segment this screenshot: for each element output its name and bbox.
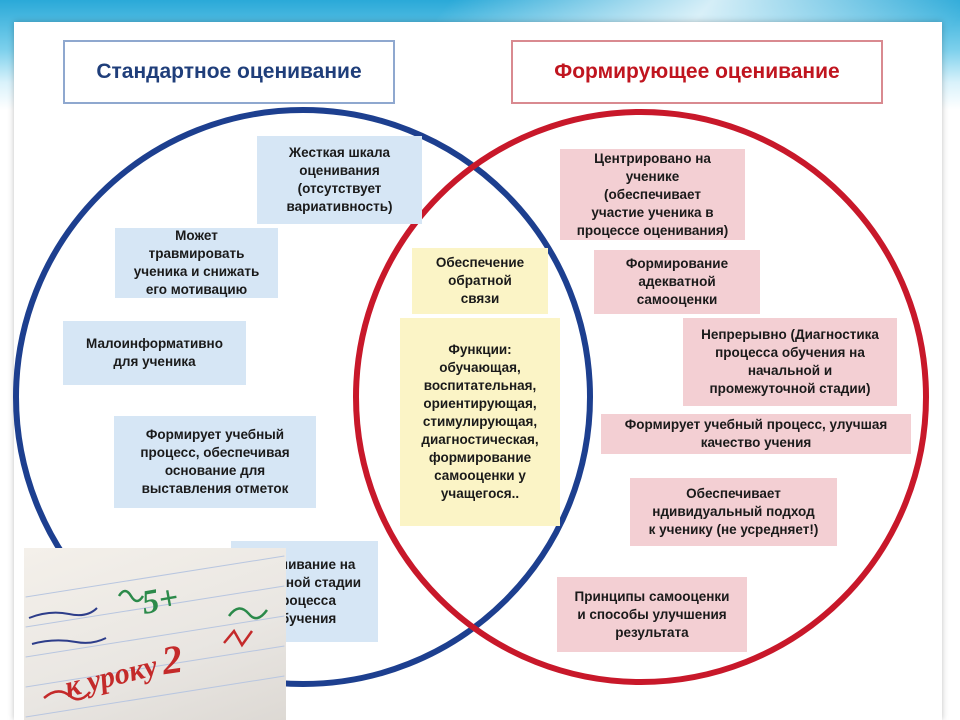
formative-item-continuous: Непрерывно (Диагностика процесса обучени…	[683, 318, 897, 406]
formative-item-student-centered: Центрировано на ученике (обеспечивает уч…	[560, 149, 745, 240]
standard-circle	[13, 107, 593, 687]
grade-five-plus: 5+	[138, 579, 182, 622]
formative-circle	[353, 109, 929, 685]
standard-item-forms-process: Формирует учебный процесс, обеспечивая о…	[114, 416, 316, 508]
handwriting-graphic	[28, 589, 269, 701]
standard-item-rigid-scale: Жесткая шкала оценивания (отсутствует ва…	[257, 136, 422, 224]
standard-assessment-header: Стандартное оценивание	[63, 40, 395, 104]
formative-item-individual-approach: Обеспечивает ндивидуальный подход к учен…	[630, 478, 837, 546]
standard-item-may-traumatize: Может травмировать ученика и снижать его…	[115, 228, 278, 298]
formative-item-self-esteem: Формирование адекватной самооценки	[594, 250, 760, 314]
gradebook-photo: 5+ 2 к уроку	[24, 548, 286, 720]
formative-item-self-assessment: Принципы самооценки и способы улучшения …	[557, 577, 747, 652]
shared-item-functions: Функции: обучающая, воспитательная, орие…	[400, 318, 560, 526]
formative-item-improves-learning: Формирует учебный процесс, улучшая качес…	[601, 414, 911, 454]
shared-item-feedback: Обеспечение обратной связи	[412, 248, 548, 314]
standard-item-low-informative: Малоинформативно для ученика	[63, 321, 246, 385]
formative-assessment-header: Формирующее оценивание	[511, 40, 883, 104]
